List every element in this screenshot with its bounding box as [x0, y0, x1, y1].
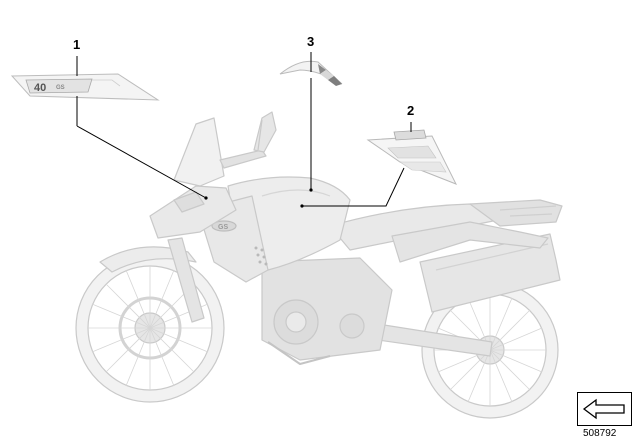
callout-1: 1 — [73, 37, 80, 52]
decal-side-fairing — [366, 129, 458, 185]
motorcycle-illustration: GS — [75, 111, 563, 419]
rear-frame — [391, 221, 549, 263]
panel-gs-logo: GS — [218, 224, 228, 231]
decal-badge-lettering: GS — [56, 85, 65, 91]
headlight — [173, 191, 205, 213]
decal-badge-number: 40 — [34, 82, 46, 94]
handlebar — [219, 149, 267, 169]
callout-3: 3 — [307, 34, 314, 49]
leader-lines — [76, 52, 412, 207]
windscreen — [173, 117, 225, 187]
front-fork — [167, 237, 205, 323]
decal-tank-stripe — [279, 60, 343, 86]
decal-40-years: 40 GS — [10, 73, 160, 101]
callout-2: 2 — [407, 103, 414, 118]
luggage-rack — [469, 199, 563, 227]
arrow-left-icon — [582, 398, 625, 420]
back-navigation-button[interactable] — [577, 392, 632, 426]
front-wheel — [75, 253, 225, 403]
panel-vents — [254, 246, 268, 266]
leader-dots — [204, 188, 313, 208]
diagram-part-id: 508792 — [583, 428, 617, 439]
front-fairing — [149, 185, 237, 239]
mirror — [253, 111, 277, 153]
